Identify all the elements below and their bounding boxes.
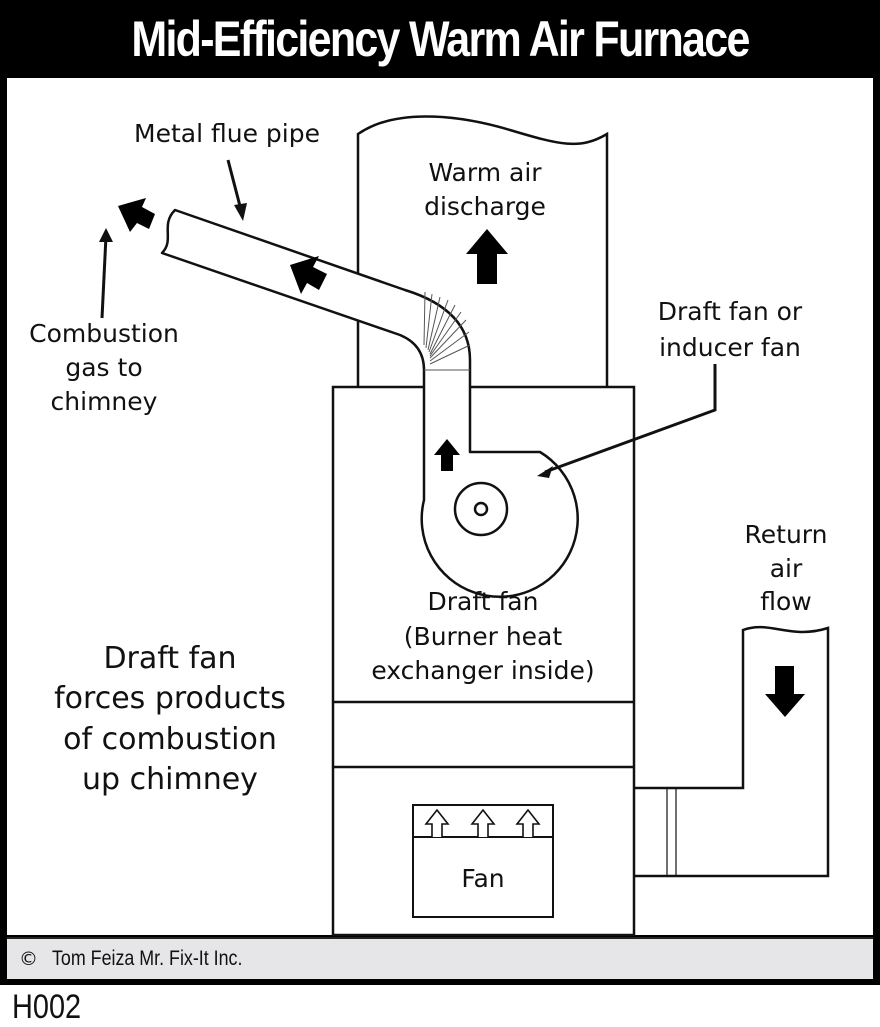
- inducer-pointer-line: [544, 364, 717, 474]
- footer-bar: © Tom Feiza Mr. Fix-It Inc.: [7, 937, 873, 979]
- combustion-pointer-arrowhead-icon: [99, 228, 113, 242]
- caption-line1: Draft fan: [103, 641, 236, 676]
- label-warm-air-line1: Warm air: [428, 158, 542, 187]
- warm-air-up-arrow-icon: [466, 229, 508, 284]
- flue-elbow-ribs: [423, 291, 471, 371]
- caption-line4: up chimney: [82, 762, 258, 797]
- return-air-down-arrow-icon: [765, 666, 805, 717]
- footer-credit: Tom Feiza Mr. Fix-It Inc.: [52, 947, 243, 970]
- label-return-air-line2: air: [770, 554, 803, 583]
- flue-flow-arrow-icon: [290, 256, 327, 294]
- label-combustion-gas-line3: chimney: [51, 387, 158, 416]
- label-return-air-line3: flow: [760, 587, 812, 616]
- inducer-pointer-arrowhead-icon: [537, 466, 553, 478]
- label-combustion-gas-line1: Combustion: [29, 319, 179, 348]
- label-draft-fan-burner-line2: (Burner heat: [404, 622, 563, 651]
- exhaust-flow-arrow-icon: [118, 198, 155, 232]
- return-air-duct: [634, 625, 830, 878]
- inducer-up-arrow-icon: [434, 439, 460, 471]
- figure-code: H002: [12, 988, 82, 1026]
- furnace-cabinet: [331, 385, 636, 937]
- caption-line3: of combustion: [63, 722, 277, 757]
- label-draft-fan-or-line1: Draft fan or: [658, 297, 803, 326]
- fan-vent-arrow-icon: [515, 808, 541, 837]
- label-return-air-line1: Return: [745, 520, 828, 549]
- metal-flue-pipe: [160, 208, 579, 598]
- label-metal-flue-pipe: Metal flue pipe: [134, 119, 320, 148]
- label-fan: Fan: [461, 864, 504, 893]
- flue-pointer-arrowhead-icon: [234, 203, 247, 221]
- flue-pointer-line: [226, 159, 243, 211]
- label-warm-air-line2: discharge: [424, 192, 546, 221]
- label-draft-fan-burner-line3: exchanger inside): [371, 656, 594, 685]
- label-combustion-gas-line2: gas to: [65, 353, 142, 382]
- fan-vent-arrow-icon: [470, 808, 496, 837]
- inducer-fan-hub: [473, 501, 489, 517]
- copyright-icon: ©: [19, 948, 38, 970]
- combustion-pointer-line: [100, 235, 108, 319]
- inducer-fan-housing-ring: [453, 481, 509, 537]
- label-draft-fan-or-line2: inducer fan: [659, 333, 801, 362]
- diagram-title: Mid-Efficiency Warm Air Furnace: [131, 11, 750, 67]
- fan-vent-arrow-icon: [424, 808, 450, 837]
- label-draft-fan-burner-line1: Draft fan: [428, 587, 539, 616]
- caption-line2: forces products: [54, 681, 286, 716]
- warm-air-plenum: [356, 115, 609, 387]
